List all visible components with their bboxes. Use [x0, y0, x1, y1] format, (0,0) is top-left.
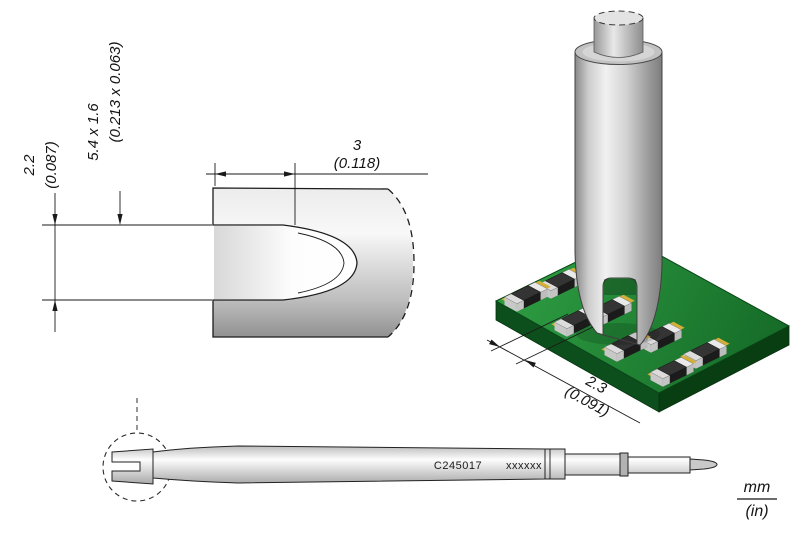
cartridge-fork-tip — [111, 448, 154, 485]
part-number-label: C245017 — [434, 460, 482, 472]
dimension-line — [486, 339, 641, 424]
slot-notch-surface — [214, 226, 356, 299]
units-legend: mm (in) — [737, 479, 777, 520]
cartridge-shaft — [152, 445, 546, 484]
tip-front-body — [213, 188, 413, 337]
arrowhead — [52, 300, 58, 311]
units-metric-label: mm — [744, 479, 771, 496]
cartridge-rod — [564, 453, 621, 476]
extension-line — [490, 313, 569, 352]
dim-slot-depth-mm: 3 — [353, 137, 362, 154]
arrowhead — [215, 171, 226, 177]
arrowhead — [489, 339, 500, 347]
cartridge-contact-point — [689, 458, 718, 471]
arrowhead — [117, 214, 123, 225]
front-view-group: 2.2 (0.087) 5.4 x 1.6 (0.213 x 0.063) 3 … — [21, 42, 428, 338]
slot-inner-curve — [297, 232, 345, 294]
tip-front-outline — [212, 187, 389, 338]
dim-slot-size-mm: 5.4 x 1.6 — [85, 103, 102, 161]
cartridge-ring — [619, 452, 629, 477]
inner-cylinder — [593, 17, 644, 58]
inner-cylinder-cut-dashed — [593, 10, 644, 26]
extension-line — [515, 326, 594, 365]
cartridge-thin-rod — [627, 456, 691, 474]
dim-slot-height-in: (0.087) — [43, 141, 60, 189]
cartridge-collar — [544, 448, 566, 480]
dim-slot-size-in: (0.213 x 0.063) — [107, 42, 124, 143]
tip-cylinder-body — [574, 51, 663, 346]
dim-slot-height-mm: 2.2 — [21, 154, 38, 177]
iso-view-group: 2.3 (0.091) — [486, 10, 791, 424]
serial-mask-label: xxxxxx — [506, 460, 542, 472]
dimension-slot-size: 5.4 x 1.6 (0.213 x 0.063) — [85, 42, 124, 225]
dimension-slot-height: 2.2 (0.087) — [21, 141, 212, 332]
arrowhead — [284, 171, 295, 177]
units-imperial-label: (in) — [745, 503, 768, 520]
dim-slot-depth-in: (0.118) — [334, 155, 380, 172]
side-view-group: C245017 xxxxxx — [102, 398, 718, 502]
arrowhead — [52, 214, 58, 225]
tip-tunnel-shadow — [604, 279, 636, 295]
dimension-slot-depth: 3 (0.118) — [206, 137, 428, 225]
soldering-tip-3d — [574, 10, 663, 346]
arrowhead — [525, 360, 536, 368]
